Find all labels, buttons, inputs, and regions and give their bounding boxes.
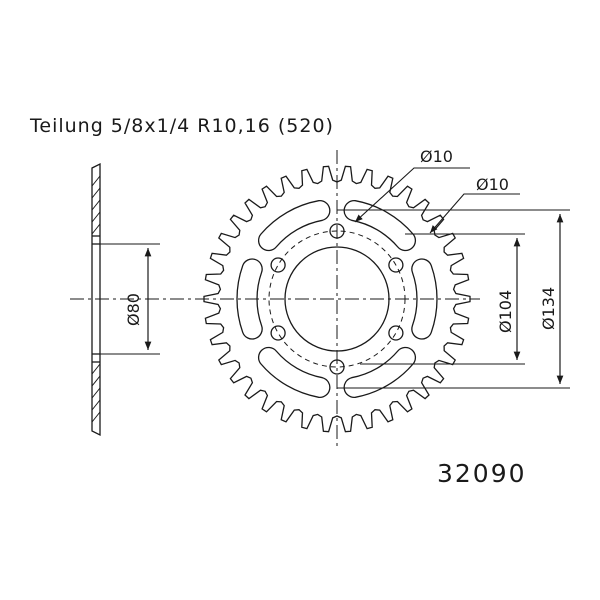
dimension-extension-lines — [337, 209, 570, 389]
bolt-hole — [388, 325, 404, 341]
bolt-hole — [388, 257, 404, 273]
hole-leader-right — [429, 193, 520, 234]
lightening-slot — [343, 346, 417, 398]
pitch-spec-label: Teilung 5/8x1/4 R10,16 (520) — [29, 115, 334, 137]
lightening-slot — [343, 200, 417, 252]
side-profile-hatch-lower — [91, 363, 101, 423]
sprocket-tooth-profile — [203, 165, 471, 433]
hole-leader-left — [354, 167, 470, 223]
bolt-circle-dimension-label: Ø104 — [496, 290, 515, 333]
bolt-hole — [270, 257, 286, 273]
side-profile-hatch-upper — [91, 175, 101, 235]
hole-dimension-label-right: Ø10 — [476, 175, 509, 194]
part-number: 32090 — [437, 459, 527, 488]
lightening-slots — [236, 200, 438, 398]
lightening-slot — [257, 346, 331, 398]
lightening-slot — [257, 200, 331, 252]
bore-dimension-label: Ø80 — [124, 293, 143, 326]
hole-dimension-label-left: Ø10 — [420, 147, 453, 166]
bolt-hole — [270, 325, 286, 341]
outer-dimension-label: Ø134 — [539, 287, 558, 330]
lightening-slot — [236, 258, 263, 340]
lightening-slot — [411, 258, 438, 340]
side-profile-outline — [91, 162, 101, 437]
